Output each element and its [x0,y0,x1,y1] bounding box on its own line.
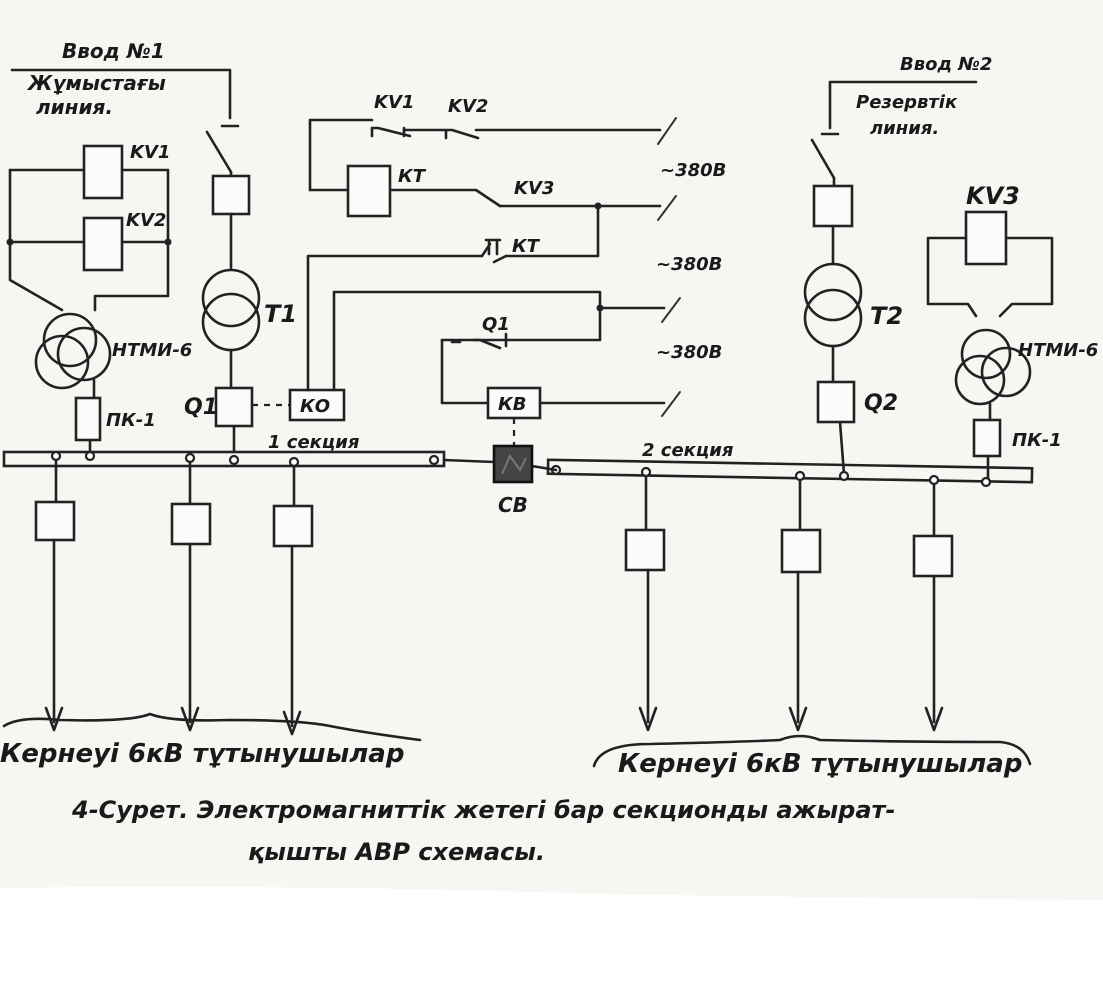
ntmi-right-transformer-icon [954,328,1032,406]
volt-label-2: ~380В [656,254,722,275]
section2-label: 2 секция [642,440,734,461]
kv3-contact-label: KV3 [514,178,554,199]
busbar-section-2 [546,458,1034,484]
kt-contact-label: КТ [512,236,541,257]
kt-relay-label: КТ [398,166,427,187]
feeder-breaker-5 [780,528,822,574]
feeder-breaker-3 [272,504,314,548]
cb-label: СВ [498,493,528,517]
q1-contact-label: Q1 [482,314,510,335]
t1-label: Т1 [264,300,297,328]
volt-label-3: ~380В [656,342,722,363]
input1-fuse-box [211,174,251,216]
input2-fuse-box [812,184,854,228]
q1-aux-contact-icon [472,332,508,350]
t2-label: Т2 [870,302,903,330]
kv2-left-label: KV2 [126,210,166,231]
kt-time-contact-icon [480,238,508,264]
kv1-top-label: KV1 [374,92,414,113]
feeder-breaker-1 [34,500,76,542]
pk-left-label: ПК-1 [106,410,156,431]
busbar-section-1 [2,450,446,468]
reserve-line-label-2: линия. [870,118,939,139]
ko-coil-box [288,388,346,422]
kv-coil-box [486,386,542,420]
pk-left-fuse [74,396,102,442]
kv-label: КВ [498,394,526,415]
feeder-breaker-2 [170,502,212,546]
kv3-right-label: KV3 [966,182,1020,210]
sectional-breaker-cb-icon [492,444,534,484]
right-ntmi-circuit [926,236,1054,318]
left-consumer-feeders [34,450,314,736]
right-consumer-feeders [624,466,954,732]
input2-label: Ввод №2 [900,54,992,75]
consumers-left-label: Кернеуі 6кВ тұтынушылар [0,739,404,769]
ntmi-left-label: НТМИ-6 [112,340,192,361]
pk-right-fuse [972,418,1002,458]
feeder-breaker-6 [912,534,954,578]
input2-feeder [810,80,978,266]
reserve-line-label-1: Резервтік [856,92,958,113]
kt-relay-coil [346,164,392,218]
left-consumers-brace [2,712,422,742]
working-line-label-2: линия. [36,95,113,119]
input1-feeder [10,68,251,270]
feeder-breaker-4 [624,528,666,572]
control-circuit-top [308,117,677,258]
kv3-relay-right [964,210,1008,266]
kv2-relay-left [82,216,124,272]
breaker-q1 [214,386,254,428]
breaker-q2 [816,380,856,424]
q1-label: Q1 [184,395,218,420]
left-ntmi-circuit [6,168,172,312]
caption-line-2: қышты АВР схемасы. [248,838,545,866]
q2-label: Q2 [864,391,898,416]
kv1-relay-left [82,144,124,200]
ko-label: КО [300,396,330,417]
volt-label-1: ~380В [660,160,726,181]
ntmi-left-transformer-icon [34,312,112,390]
kv1-left-label: KV1 [130,142,170,163]
input1-label: Ввод №1 [62,39,165,63]
consumers-right-label: Кернеуі 6кВ тұтынушылар [618,749,1022,779]
right-consumers-brace [592,734,1032,768]
working-line-label-1: Жұмыстағы [26,71,166,95]
section1-label: 1 секция [268,432,360,453]
control-circuit-middle [440,297,681,344]
caption-line-1: 4-Сурет. Электромагниттік жетегі бар сек… [71,796,895,824]
kv2-top-label: KV2 [448,96,488,117]
pk-right-label: ПК-1 [1012,430,1062,451]
ntmi-right-label: НТМИ-6 [1018,340,1098,361]
paper-bottom-edge [0,886,1103,981]
